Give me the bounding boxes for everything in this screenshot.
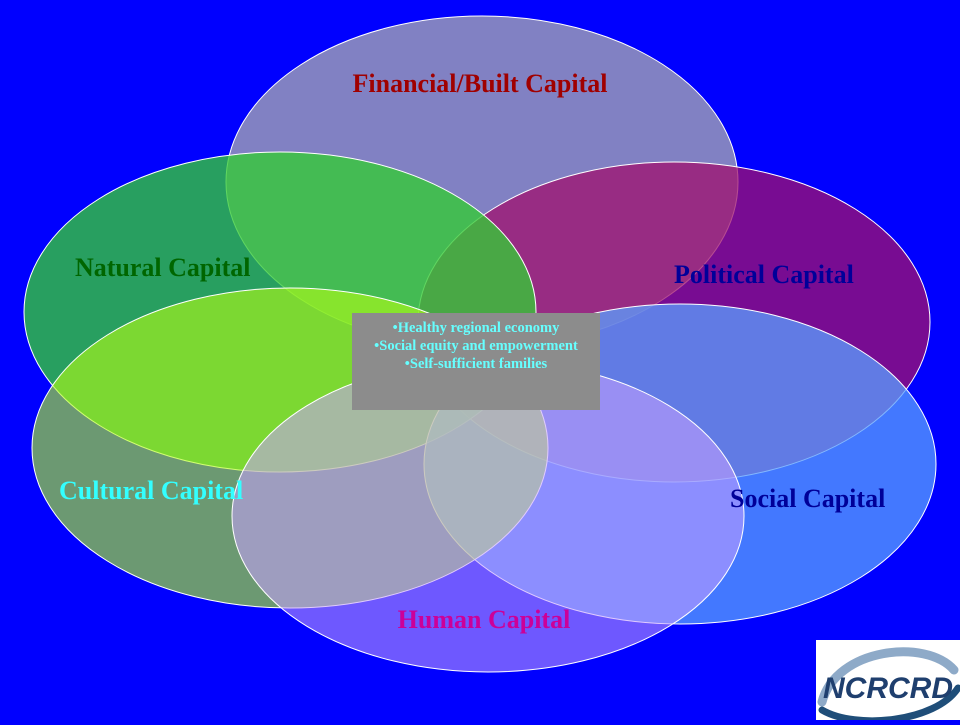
human-capital-label: Human Capital [398,605,571,634]
ncrcrd-logo: NCRCRD [816,640,960,725]
center-outcomes-box: •Healthy regional economy •Social equity… [352,313,600,410]
financial-capital-label: Financial/Built Capital [353,69,608,98]
political-capital-label: Political Capital [674,260,854,289]
social-capital-label: Social Capital [730,484,885,513]
outcome-item: •Self-sufficient families [404,356,548,372]
outcome-item: •Social equity and empowerment [374,338,578,354]
natural-capital-label: Natural Capital [75,253,251,282]
outcome-item: •Healthy regional economy [392,320,560,336]
logo-text: NCRCRD [823,672,953,705]
ncrcrd-logo-graphic: NCRCRD [817,647,960,725]
cultural-capital-label: Cultural Capital [59,476,243,505]
